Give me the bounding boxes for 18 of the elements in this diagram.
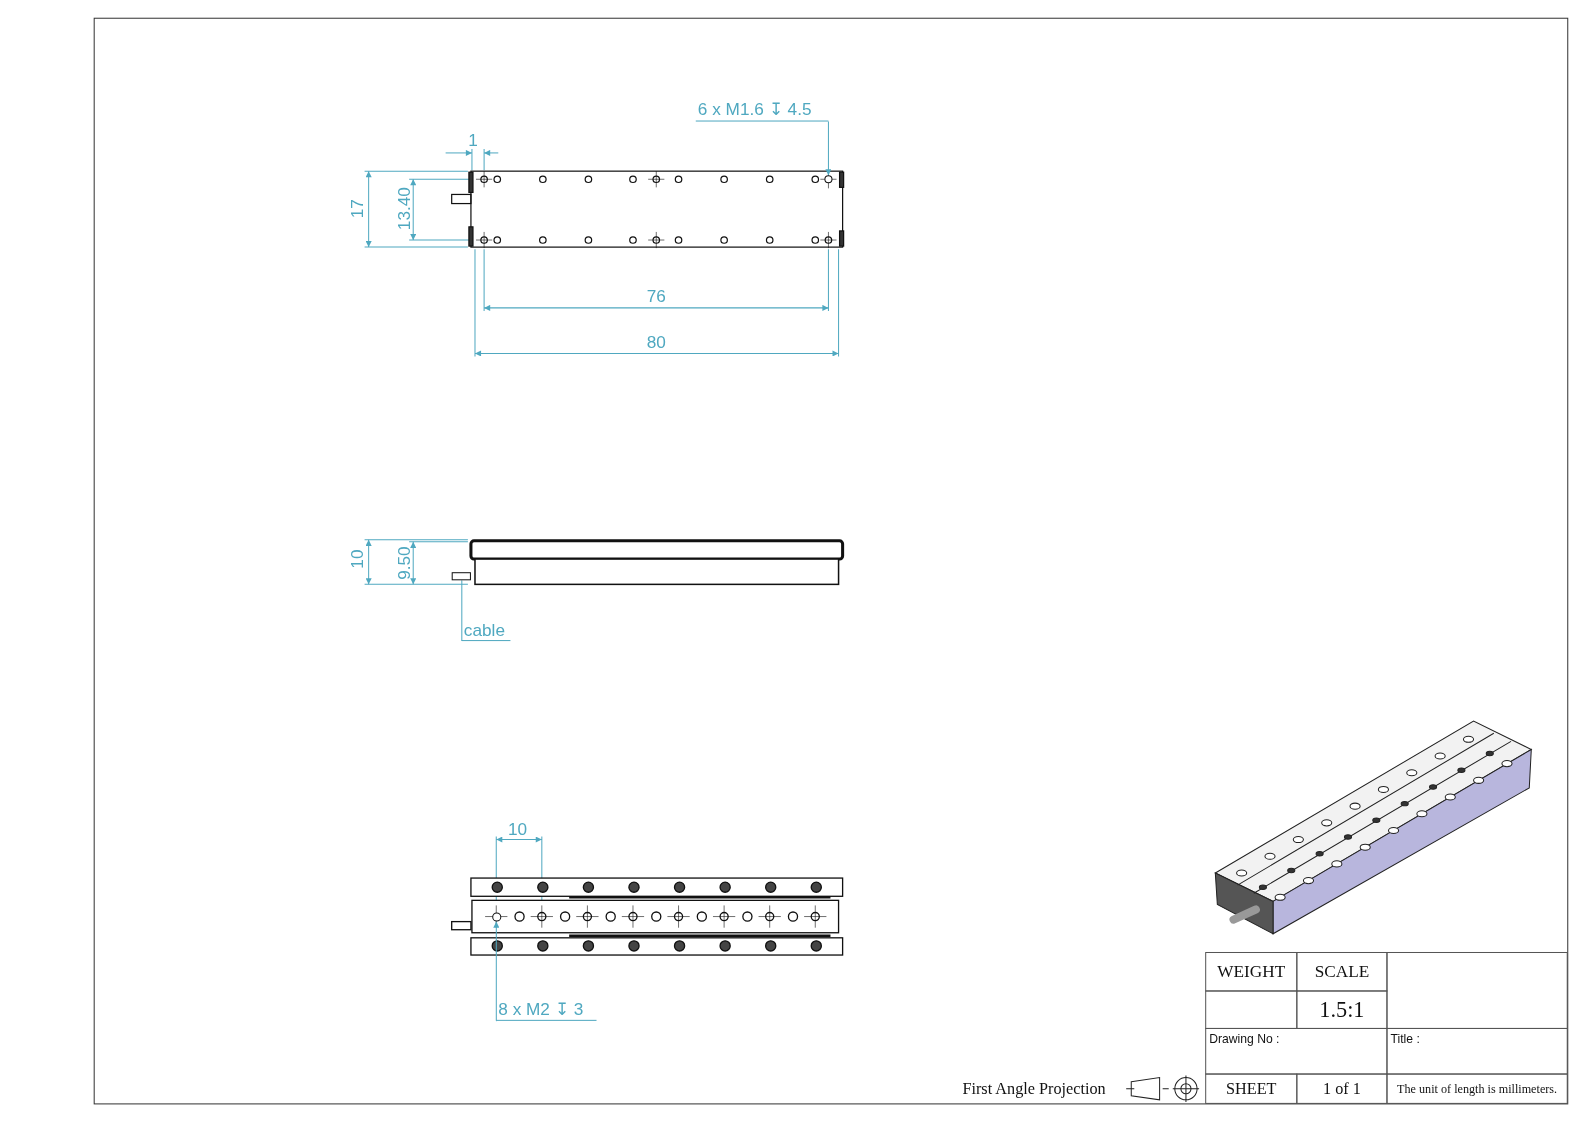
dimension-value: 1 [468,132,478,150]
dimension-value: 17 [348,199,367,219]
threaded-hole [492,912,502,922]
leader-line [461,579,463,642]
dimension-value: 10 [507,820,528,839]
part-label: cable [461,620,511,642]
threaded-hole [824,175,833,184]
cable-stub [451,572,471,581]
thread-note: 8 x M2 ↧ 3 [496,998,597,1021]
dimension-value: 10 [348,549,367,569]
dimension-value: 80 [646,333,666,351]
dimension-value: 76 [646,288,666,306]
leader-line [493,921,500,1022]
dimension-value: 13.40 [395,187,413,231]
projection-label: First Angle Projection [962,1080,1106,1097]
thread-note: 6 x M1.6 ↧ 4.5 [695,99,829,122]
leader-line [825,121,832,176]
dimension-value: 9.50 [395,546,413,580]
